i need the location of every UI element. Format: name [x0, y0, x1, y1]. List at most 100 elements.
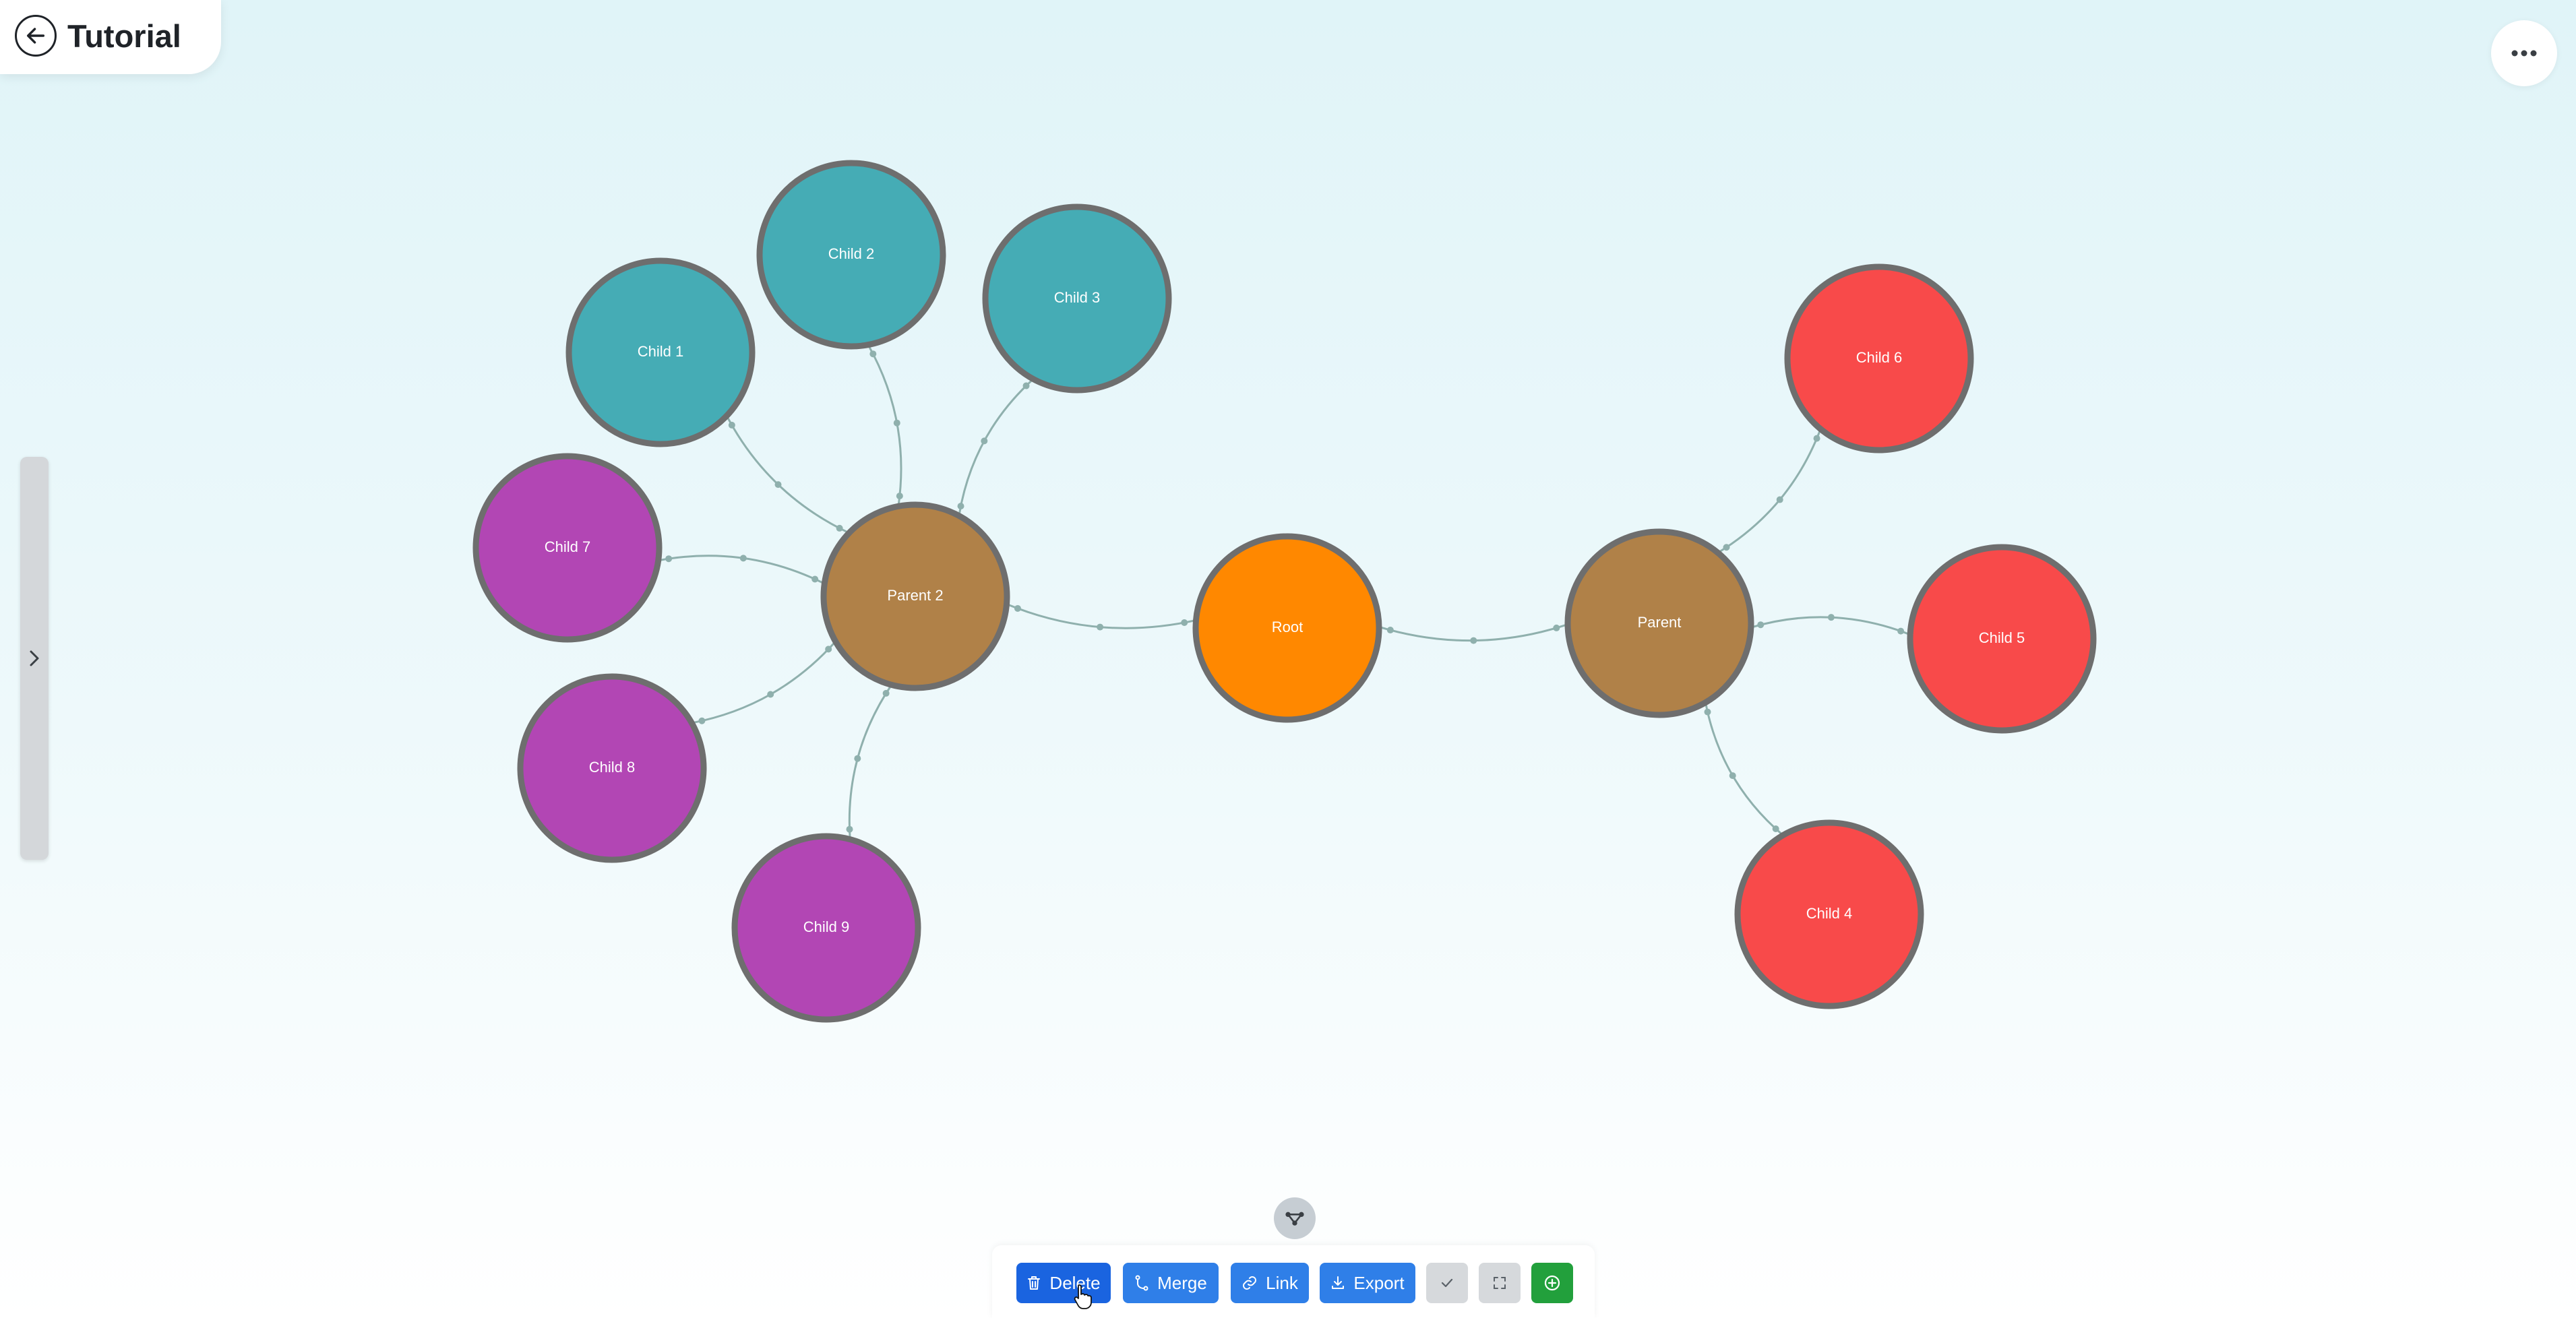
link-button[interactable]: Link	[1231, 1263, 1309, 1303]
confirm-button[interactable]	[1426, 1263, 1468, 1303]
node-label-root: Root	[1272, 619, 1303, 635]
edge-handle-parent2-child1-2[interactable]	[728, 421, 735, 429]
edge-handle-root-parent2-1[interactable]	[1097, 623, 1104, 631]
merge-label: Merge	[1157, 1272, 1207, 1293]
node-child1[interactable]: Child 1	[565, 257, 756, 447]
node-child3[interactable]: Child 3	[982, 203, 1172, 394]
edge-handle-parent2-child8-2[interactable]	[698, 717, 706, 724]
node-circle-child5[interactable]	[1907, 544, 2097, 734]
node-circle-parent[interactable]	[1564, 528, 1754, 718]
edge-handle-parent2-child2-1[interactable]	[893, 419, 900, 427]
export-label: Export	[1353, 1272, 1405, 1293]
graph-layout-icon	[1285, 1212, 1304, 1226]
check-icon	[1441, 1278, 1453, 1288]
edge-handle-root-parent-2[interactable]	[1553, 624, 1560, 631]
edge-handle-parent2-child9-2[interactable]	[846, 825, 853, 833]
edge-handle-parent2-child7-0[interactable]	[811, 575, 819, 583]
edge-handle-parent2-child2-0[interactable]	[896, 493, 903, 500]
trash-icon	[1028, 1276, 1041, 1290]
node-label-child5: Child 5	[1979, 629, 2025, 646]
side-panel-toggle[interactable]	[20, 457, 49, 860]
edge-handle-parent-child6-2[interactable]	[1813, 435, 1820, 442]
node-child2[interactable]: Child 2	[756, 160, 946, 350]
edge-handle-parent2-child7-1[interactable]	[739, 555, 747, 562]
edge-handle-parent2-child1-1[interactable]	[774, 481, 782, 489]
edge-handle-parent-child5-1[interactable]	[1827, 614, 1835, 621]
node-circle-parent2[interactable]	[820, 501, 1010, 691]
edge-handle-parent-child5-2[interactable]	[1897, 627, 1905, 635]
page-title: Tutorial	[67, 18, 181, 54]
delete-button[interactable]: Delete	[1016, 1263, 1111, 1303]
merge-button[interactable]: Merge	[1123, 1263, 1219, 1303]
edge-handle-parent-child4-0[interactable]	[1704, 708, 1711, 716]
node-circle-child9[interactable]	[731, 833, 921, 1023]
node-circle-child3[interactable]	[982, 203, 1172, 394]
edge-parent2-child9[interactable]	[848, 684, 893, 840]
edge-handle-parent2-child1-0[interactable]	[836, 524, 843, 532]
back-button[interactable]	[15, 15, 57, 57]
edge-handle-root-parent-0[interactable]	[1386, 627, 1394, 634]
node-child8[interactable]: Child 8	[517, 673, 707, 863]
ellipsis-icon	[2511, 50, 2537, 57]
edge-parent2-child8[interactable]	[692, 641, 836, 724]
edge-handle-parent-child4-2[interactable]	[1772, 825, 1779, 832]
edge-parent-child6[interactable]	[1717, 429, 1822, 554]
edge-handle-parent2-child7-2[interactable]	[665, 555, 673, 563]
node-circle-child1[interactable]	[565, 257, 756, 447]
edge-parent2-child1[interactable]	[725, 415, 850, 534]
edge-handle-parent2-child9-1[interactable]	[854, 755, 861, 762]
node-child5[interactable]: Child 5	[1907, 544, 2097, 734]
edge-handle-parent-child6-0[interactable]	[1723, 544, 1730, 551]
node-label-child8: Child 8	[589, 759, 635, 776]
title-card: Tutorial	[0, 0, 221, 74]
arrow-left-icon	[26, 28, 45, 44]
delete-label: Delete	[1049, 1272, 1101, 1293]
edge-handle-parent2-child3-0[interactable]	[957, 503, 964, 510]
edge-handle-root-parent2-2[interactable]	[1014, 604, 1021, 612]
node-parent[interactable]: Parent	[1564, 528, 1754, 718]
edge-parent-child4[interactable]	[1705, 702, 1784, 836]
edge-handle-root-parent-1[interactable]	[1470, 637, 1477, 644]
bottom-toolbar: Delete Merge Link Export	[992, 1245, 1595, 1318]
node-circle-child8[interactable]	[517, 673, 707, 863]
edge-handle-parent2-child3-1[interactable]	[981, 437, 988, 445]
node-child7[interactable]: Child 7	[472, 453, 663, 643]
edge-handle-parent2-child3-2[interactable]	[1022, 382, 1030, 389]
node-circle-root[interactable]	[1192, 533, 1382, 723]
node-child6[interactable]: Child 6	[1784, 263, 1974, 453]
node-circle-child7[interactable]	[472, 453, 663, 643]
chevron-right-icon	[30, 650, 39, 666]
edge-parent2-child3[interactable]	[958, 378, 1035, 516]
node-child4[interactable]: Child 4	[1734, 819, 1924, 1009]
node-child9[interactable]: Child 9	[731, 833, 921, 1023]
edge-handle-parent-child6-1[interactable]	[1776, 496, 1783, 503]
edge-handle-parent2-child8-1[interactable]	[767, 691, 774, 698]
edge-handle-parent2-child2-2[interactable]	[869, 350, 877, 358]
node-parent2[interactable]: Parent 2	[820, 501, 1010, 691]
edge-handle-parent2-child8-0[interactable]	[825, 646, 832, 653]
edges-layer	[658, 344, 1911, 840]
edge-handle-parent2-child9-0[interactable]	[882, 689, 890, 697]
edge-handle-root-parent2-0[interactable]	[1181, 619, 1188, 627]
node-label-parent: Parent	[1638, 614, 1682, 631]
node-root[interactable]: Root	[1192, 533, 1382, 723]
add-node-button[interactable]	[1531, 1263, 1573, 1303]
hand-cursor-icon	[1074, 1284, 1092, 1309]
edge-handle-parent-child4-1[interactable]	[1729, 772, 1736, 780]
node-label-child6: Child 6	[1856, 349, 1902, 366]
more-options-button[interactable]	[2491, 20, 2557, 86]
node-label-parent2: Parent 2	[887, 587, 943, 604]
node-label-child4: Child 4	[1806, 905, 1852, 922]
export-button[interactable]: Export	[1320, 1263, 1415, 1303]
graph-layout-button[interactable]	[1274, 1197, 1316, 1239]
node-label-child7: Child 7	[545, 538, 590, 555]
node-circle-child2[interactable]	[756, 160, 946, 350]
fullscreen-button[interactable]	[1479, 1263, 1521, 1303]
node-label-child1: Child 1	[638, 343, 683, 360]
node-label-child9: Child 9	[803, 918, 849, 935]
node-circle-child6[interactable]	[1784, 263, 1974, 453]
edge-handle-parent-child5-0[interactable]	[1757, 621, 1765, 629]
node-circle-child4[interactable]	[1734, 819, 1924, 1009]
